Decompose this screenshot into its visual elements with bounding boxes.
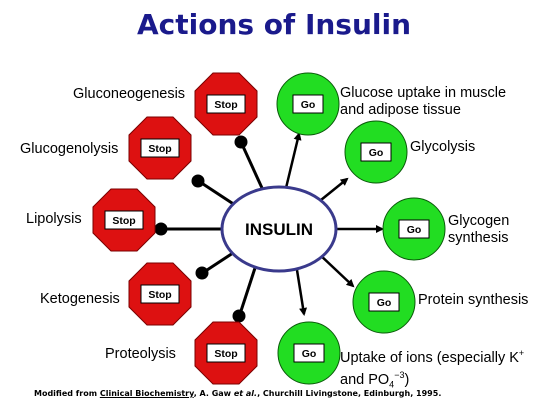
inhibit-line-gluconeogenesis [239, 141, 264, 189]
go-circle-glucose-uptake: Go [276, 72, 340, 136]
inhibit-dot-glucogenolysis [191, 174, 205, 188]
label-ion-uptake-sub: 4 [389, 379, 395, 390]
label-gluconeogenesis: Gluconeogenesis [73, 86, 186, 102]
caption-etal: et al. [233, 389, 258, 398]
stop-sign-lipolysis: Stop [92, 188, 156, 252]
caption-suffix: , Churchill Livingstone, Edinburgh, 1995… [257, 389, 442, 398]
inhibit-line-ketogenesis [203, 249, 237, 274]
label-glycogen-synthesis-line2: synthesis [448, 230, 509, 246]
inhibit-connectors [154, 135, 264, 323]
label-glycogen-synthesis: Glycogen synthesis [448, 213, 509, 247]
stop-label: Stop [214, 99, 237, 111]
go-label: Go [302, 348, 317, 360]
stop-sign-ketogenesis: Stop [128, 262, 192, 326]
label-ion-uptake-sup: + [518, 348, 525, 358]
inhibit-dot-ketogenesis [195, 266, 209, 280]
inhibit-dot-gluconeogenesis [234, 135, 248, 149]
source-caption: Modified from Clinical Biochemistry, A. … [34, 389, 441, 398]
inhibit-dot-lipolysis [154, 222, 168, 236]
caption-middle: , A. Gaw [193, 389, 234, 398]
stop-sign-gluconeogenesis: Stop [194, 72, 258, 136]
go-label: Go [301, 99, 316, 111]
label-ion-uptake-line1: Uptake of ions (especially K [340, 349, 519, 366]
label-proteolysis: Proteolysis [105, 346, 176, 362]
caption-source: Clinical Biochemistry [99, 389, 194, 398]
go-circle-glycolysis: Go [344, 120, 408, 184]
go-label: Go [369, 147, 384, 159]
stop-label: Stop [148, 289, 171, 301]
inhibit-line-glucogenolysis [199, 180, 239, 209]
label-glycolysis: Glycolysis [410, 139, 476, 155]
label-lipolysis: Lipolysis [26, 211, 82, 227]
go-label: Go [407, 224, 422, 236]
arrow-ion-uptake [295, 269, 308, 316]
go-circle-ion-uptake: Go [277, 321, 341, 385]
arrow-glucose-uptake [284, 132, 302, 189]
caption-prefix: Modified from [34, 389, 100, 398]
inhibit-dot-proteolysis [232, 309, 246, 323]
go-circle-protein-synthesis: Go [352, 270, 416, 334]
label-ion-uptake-close: ) [404, 371, 410, 388]
label-glucogenolysis: Glucogenolysis [20, 141, 119, 157]
label-ion-uptake-line2: and PO [340, 371, 390, 388]
label-glucose-uptake-line2: and adipose tissue [340, 102, 461, 118]
label-glycogen-synthesis-line1: Glycogen [448, 213, 510, 229]
stop-label: Stop [148, 143, 171, 155]
go-circle-glycogen-synthesis: Go [382, 197, 446, 261]
stop-sign-glucogenolysis: Stop [128, 116, 192, 180]
label-glucose-uptake: Glucose uptake in muscle and adipose tis… [340, 85, 506, 119]
label-glucose-uptake-line1: Glucose uptake in muscle [340, 85, 507, 101]
insulin-label: INSULIN [245, 220, 313, 239]
page-title: Actions of Insulin [136, 8, 412, 41]
go-label: Go [377, 297, 392, 309]
arrow-protein-synthesis [317, 252, 355, 288]
insulin-node: INSULIN [220, 185, 338, 273]
inhibit-line-proteolysis [238, 267, 257, 315]
stop-label: Stop [112, 215, 135, 227]
label-ion-uptake: Uptake of ions (especially K+ and PO4−3) [340, 345, 524, 394]
stop-sign-proteolysis: Stop [194, 321, 258, 385]
label-protein-synthesis: Protein synthesis [418, 292, 529, 308]
stop-label: Stop [214, 348, 237, 360]
label-ion-uptake-charge: −3 [394, 369, 405, 380]
label-ketogenesis: Ketogenesis [40, 291, 120, 307]
